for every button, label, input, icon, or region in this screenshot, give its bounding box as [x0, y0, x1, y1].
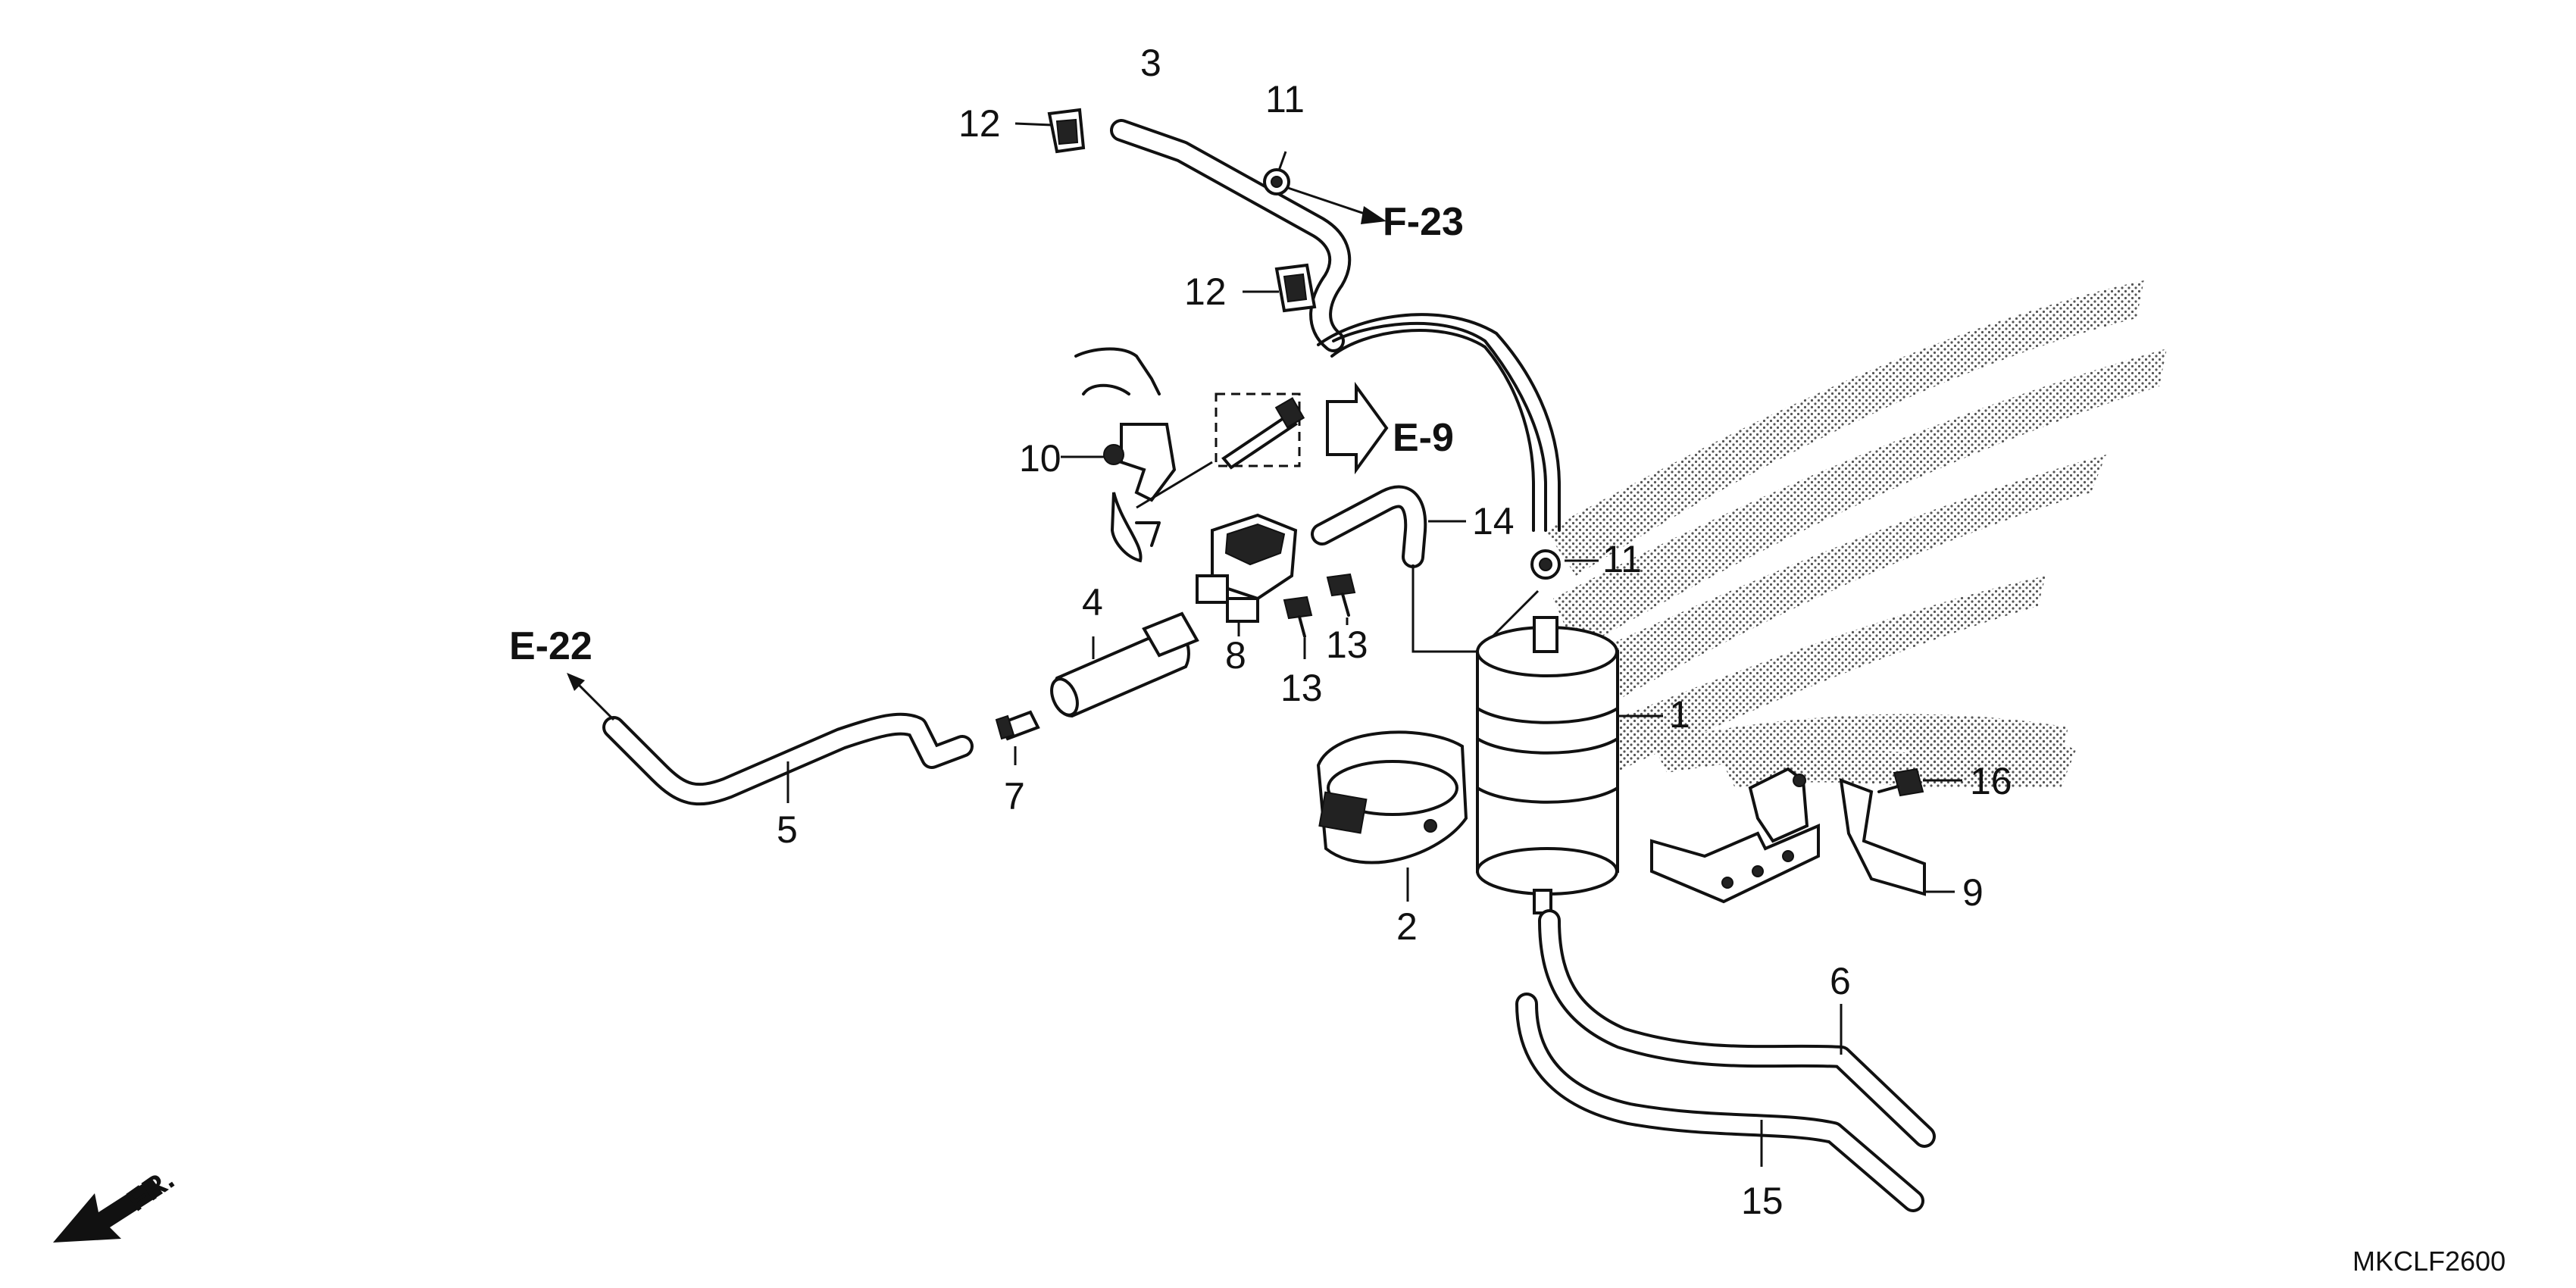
callout-12-lower: 12 — [1184, 270, 1227, 313]
callout-13-right: 13 — [1326, 624, 1368, 666]
part-14-elbow-hose — [1311, 485, 1540, 653]
arrow-to-e22 — [567, 673, 615, 721]
part-7-fitting — [995, 710, 1040, 765]
callout-4: 4 — [1082, 581, 1103, 624]
part-6-hose — [1538, 909, 1936, 1148]
callout-11-lower: 11 — [1602, 538, 1642, 580]
callout-2: 2 — [1396, 905, 1418, 948]
part-13-screw-left — [1283, 596, 1313, 659]
wing-watermark — [1546, 280, 2167, 788]
callout-6: 6 — [1830, 960, 1851, 1002]
front-direction-arrow: FR. — [53, 1162, 180, 1243]
part-15-hose — [1515, 993, 1924, 1212]
callout-5: 5 — [777, 808, 798, 851]
arrow-to-f23 — [1287, 186, 1386, 224]
part-8-solenoid-valve — [1196, 513, 1298, 636]
callout-12-upper: 12 — [958, 102, 1001, 145]
diagram-code: MKCLF2600 — [2352, 1246, 2506, 1277]
part-12-clip-upper — [1014, 108, 1086, 154]
callout-9: 9 — [1962, 871, 1984, 914]
ref-e22: E-22 — [509, 624, 592, 668]
part-13-screw-right — [1326, 573, 1356, 625]
callout-10: 10 — [1019, 437, 1061, 480]
ref-e9: E-9 — [1393, 416, 1454, 460]
callout-11-upper: 11 — [1265, 78, 1305, 120]
ref-f23: F-23 — [1383, 200, 1464, 244]
part-4-connector — [1050, 611, 1199, 718]
part-3-upper-tube — [1110, 119, 1561, 532]
part-1-canister — [1476, 616, 1663, 914]
callout-14: 14 — [1472, 500, 1515, 542]
callout-16: 16 — [1970, 760, 2012, 802]
part-2-band — [1316, 730, 1468, 902]
bolt-reference-box — [1215, 381, 1389, 475]
callout-3: 3 — [1140, 42, 1161, 84]
callout-15: 15 — [1741, 1180, 1784, 1222]
part-10-bracket — [1061, 347, 1213, 563]
part-11-clamp-upper — [1263, 151, 1290, 195]
part-5-lower-tube — [602, 712, 974, 806]
callout-8: 8 — [1225, 634, 1246, 677]
callout-1: 1 — [1669, 693, 1690, 736]
callout-13-left: 13 — [1280, 667, 1323, 709]
part-11-clamp-lower — [1530, 549, 1599, 580]
part-9-bracket — [1650, 767, 1955, 904]
part-16-bolt — [1877, 767, 1962, 797]
part-12-clip-lower — [1243, 263, 1317, 313]
callout-7: 7 — [1004, 775, 1025, 818]
